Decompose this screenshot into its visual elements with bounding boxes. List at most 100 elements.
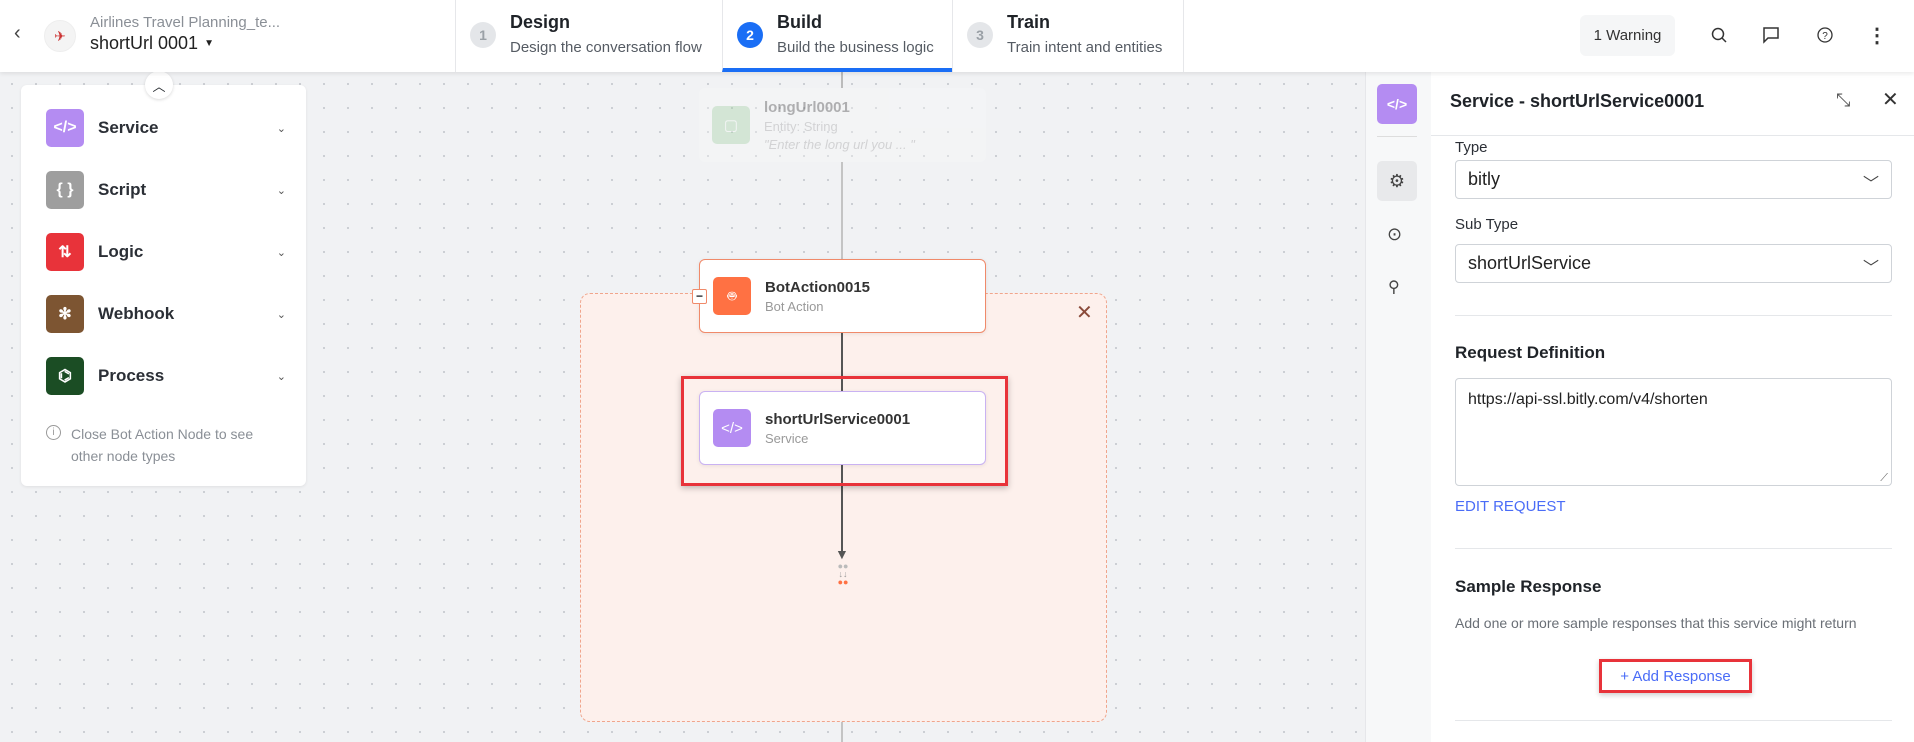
node-type-panel: ︿ </> Service ⌄ { } Script ⌄ ⇅ Logic ⌄ ✻ Webhoo… <box>21 71 306 486</box>
subtype-label: Sub Type <box>1455 216 1519 233</box>
top-header: ‹ ✈ Airlines Travel Planning_te... short… <box>0 0 1914 72</box>
type-select[interactable]: bitly ﹀ <box>1455 160 1892 199</box>
node-type-logic[interactable]: ⇅ Logic ⌄ <box>46 233 286 271</box>
node-name: longUrl0001 <box>764 98 850 116</box>
chevron-down-icon: ⌄ <box>276 370 286 383</box>
edit-request-link[interactable]: EDIT REQUEST <box>1455 498 1566 515</box>
node-name: BotAction0015 <box>765 278 871 296</box>
step-number: 1 <box>470 22 496 48</box>
node-type-label: Script <box>98 180 147 199</box>
chevron-down-icon: ﹀ <box>1862 260 1879 277</box>
connector <box>841 162 843 259</box>
resize-handle-icon[interactable]: ⟋ <box>1880 472 1888 484</box>
collapse-node-button[interactable]: − <box>692 289 707 304</box>
project-logo: ✈ <box>44 20 76 52</box>
node-type-service[interactable]: </> Service ⌄ <box>46 109 286 147</box>
more-icon[interactable]: ⋮ <box>1867 24 1887 47</box>
search-icon[interactable] <box>1704 20 1734 50</box>
type-label: Type <box>1455 139 1488 156</box>
info-note: i Close Bot Action Node to see other nod… <box>46 423 276 467</box>
type-value: bitly <box>1468 169 1501 189</box>
project-name: Airlines Travel Planning_te... <box>90 14 281 31</box>
chevron-down-icon: ⌄ <box>276 184 286 197</box>
connector <box>841 722 843 742</box>
bot-icon: 🤖︎ <box>713 277 751 315</box>
panel-title: Service - shortUrlService0001 <box>1450 91 1705 111</box>
chevron-up-icon: ︿ <box>152 78 166 94</box>
subtype-value: shortUrlService <box>1468 253 1592 273</box>
node-type: Service <box>765 430 809 446</box>
collapse-panel-button[interactable]: ︿ <box>145 71 173 99</box>
node-type-webhook[interactable]: ✻ Webhook ⌄ <box>46 295 286 333</box>
chevron-down-icon: ⌄ <box>276 246 286 259</box>
code-icon: </> <box>46 109 84 147</box>
tab-subtitle: Train intent and entities <box>1007 39 1163 56</box>
tab-subtitle: Build the business logic <box>777 39 934 56</box>
back-icon[interactable]: ‹ <box>14 22 21 44</box>
service-tab-icon[interactable]: </> <box>1377 84 1417 124</box>
chat-icon[interactable] <box>1756 20 1786 50</box>
caret-down-icon: ▼ <box>204 38 214 49</box>
tab-title: Build <box>777 12 822 32</box>
info-icon: i <box>46 425 61 440</box>
entity-icon: ▢ <box>712 106 750 144</box>
connector <box>841 333 843 391</box>
dialog-name: shortUrl 0001 <box>90 33 199 53</box>
warning-button[interactable]: 1 Warning <box>1580 15 1675 56</box>
node-type: Bot Action <box>765 298 824 314</box>
node-type: Entity: String <box>764 118 838 134</box>
step-number: 2 <box>737 22 763 48</box>
help-icon[interactable]: ? <box>1810 20 1840 50</box>
divider <box>1455 315 1892 316</box>
add-response-button[interactable]: + Add Response <box>1599 659 1752 693</box>
panel-header: Service - shortUrlService0001 ⤡ ✕ <box>1431 72 1914 136</box>
minimize-icon[interactable]: ⤡ <box>1836 90 1851 110</box>
divider <box>1455 720 1892 721</box>
connector <box>841 465 843 555</box>
bot-action-group <box>580 293 1107 722</box>
settings-icon[interactable]: ⚙ <box>1377 161 1417 201</box>
chevron-down-icon: ﹀ <box>1862 176 1879 193</box>
node-type-label: Webhook <box>98 304 175 323</box>
subtype-select[interactable]: shortUrlService ﹀ <box>1455 244 1892 283</box>
step-number: 3 <box>967 22 993 48</box>
warning-label: 1 Warning <box>1593 27 1662 44</box>
node-type-script[interactable]: { } Script ⌄ <box>46 171 286 209</box>
node-type-label: Service <box>98 118 159 137</box>
divider <box>1455 548 1892 549</box>
arrow-head-icon: ▼ <box>835 546 849 562</box>
target-icon[interactable]: ⊙ <box>1387 224 1403 244</box>
close-group-icon[interactable]: ✕ <box>1076 302 1093 324</box>
properties-panel: Service - shortUrlService0001 ⤡ ✕ Type b… <box>1431 72 1914 742</box>
node-type-label: Logic <box>98 242 144 261</box>
node-prompt: "Enter the long url you ... " <box>764 136 915 152</box>
code-icon: </> <box>713 409 751 447</box>
logic-icon: ⇅ <box>46 233 84 271</box>
dialog-selector[interactable]: shortUrl 0001 ▼ <box>90 33 214 54</box>
node-type-label: Process <box>98 366 165 385</box>
properties-sidebar: </> ⚙ ⊙ ⚲ <box>1365 72 1431 742</box>
chevron-down-icon: ⌄ <box>276 122 286 135</box>
request-definition-heading: Request Definition <box>1455 343 1606 362</box>
sample-response-heading: Sample Response <box>1455 577 1602 596</box>
process-icon: ⌬ <box>46 357 84 395</box>
braces-icon: { } <box>46 171 84 209</box>
close-icon[interactable]: ✕ <box>1882 89 1899 111</box>
request-url: https://api-ssl.bitly.com/v4/shorten <box>1468 391 1708 408</box>
webhook-icon: ✻ <box>46 295 84 333</box>
connection-icon[interactable]: ⚲ <box>1388 279 1400 296</box>
chevron-down-icon: ⌄ <box>276 308 286 321</box>
request-url-textarea[interactable]: https://api-ssl.bitly.com/v4/shorten ⟋ <box>1455 378 1892 486</box>
add-node-handle[interactable]: ●●↓↓●● <box>837 561 849 587</box>
tab-title: Train <box>1007 12 1051 32</box>
node-type-process[interactable]: ⌬ Process ⌄ <box>46 357 286 395</box>
highlight-box <box>681 376 1008 486</box>
tab-subtitle: Design the conversation flow <box>510 39 702 56</box>
connector <box>841 72 843 88</box>
